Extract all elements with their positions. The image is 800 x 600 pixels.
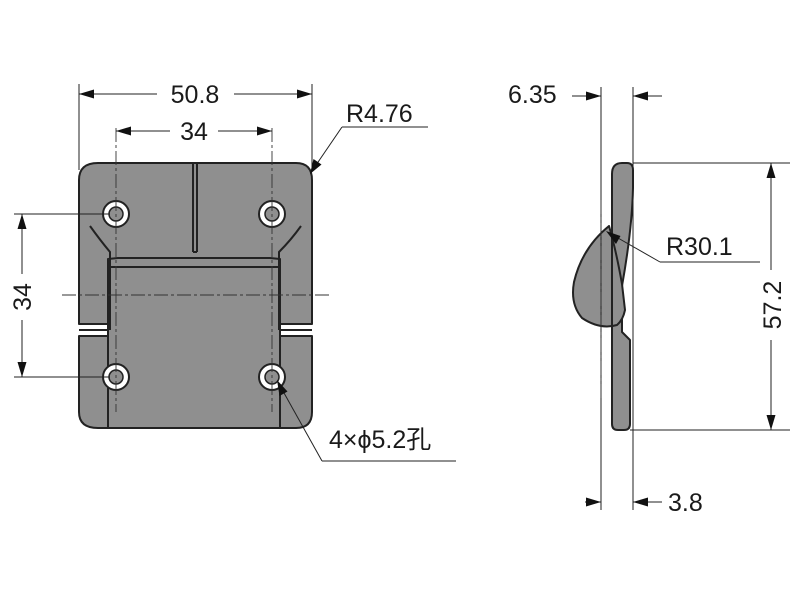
dim-curve-radius-label: R30.1 [666, 233, 733, 261]
dim-overall-width-label: 50.8 [171, 81, 220, 109]
side-view: 6.35 57.2 R30.1 3.8 [508, 81, 790, 517]
hinge-plate [78, 162, 313, 429]
dim-hole-spacing-vertical: 34 [9, 214, 37, 377]
dim-corner-radius-label: R4.76 [346, 100, 413, 128]
dim-base-thickness-label: 3.8 [668, 489, 703, 517]
dim-plate-thickness-label: 6.35 [508, 81, 557, 109]
front-extension-lines [14, 84, 313, 378]
dim-height-label: 57.2 [759, 281, 787, 330]
hole-note: 4×ϕ5.2孔 [277, 380, 456, 462]
dim-corner-radius: R4.76 [310, 100, 428, 174]
dim-height: 57.2 [759, 163, 787, 430]
dim-plate-thickness: 6.35 [508, 81, 662, 109]
front-view: 50.8 34 34 R4.76 [9, 81, 456, 462]
side-profile [572, 162, 634, 431]
side-extension-lines [600, 87, 790, 510]
dim-overall-width: 50.8 [79, 81, 312, 109]
dim-base-thickness: 3.8 [585, 489, 703, 517]
dim-hole-spacing-horizontal-label: 34 [180, 118, 208, 146]
dim-hole-spacing-horizontal: 34 [116, 118, 272, 146]
dim-curve-radius: R30.1 [606, 231, 760, 263]
hole-note-label: 4×ϕ5.2孔 [329, 426, 431, 454]
front-center-lines [62, 128, 330, 412]
dim-hole-spacing-vertical-label: 34 [9, 283, 37, 311]
